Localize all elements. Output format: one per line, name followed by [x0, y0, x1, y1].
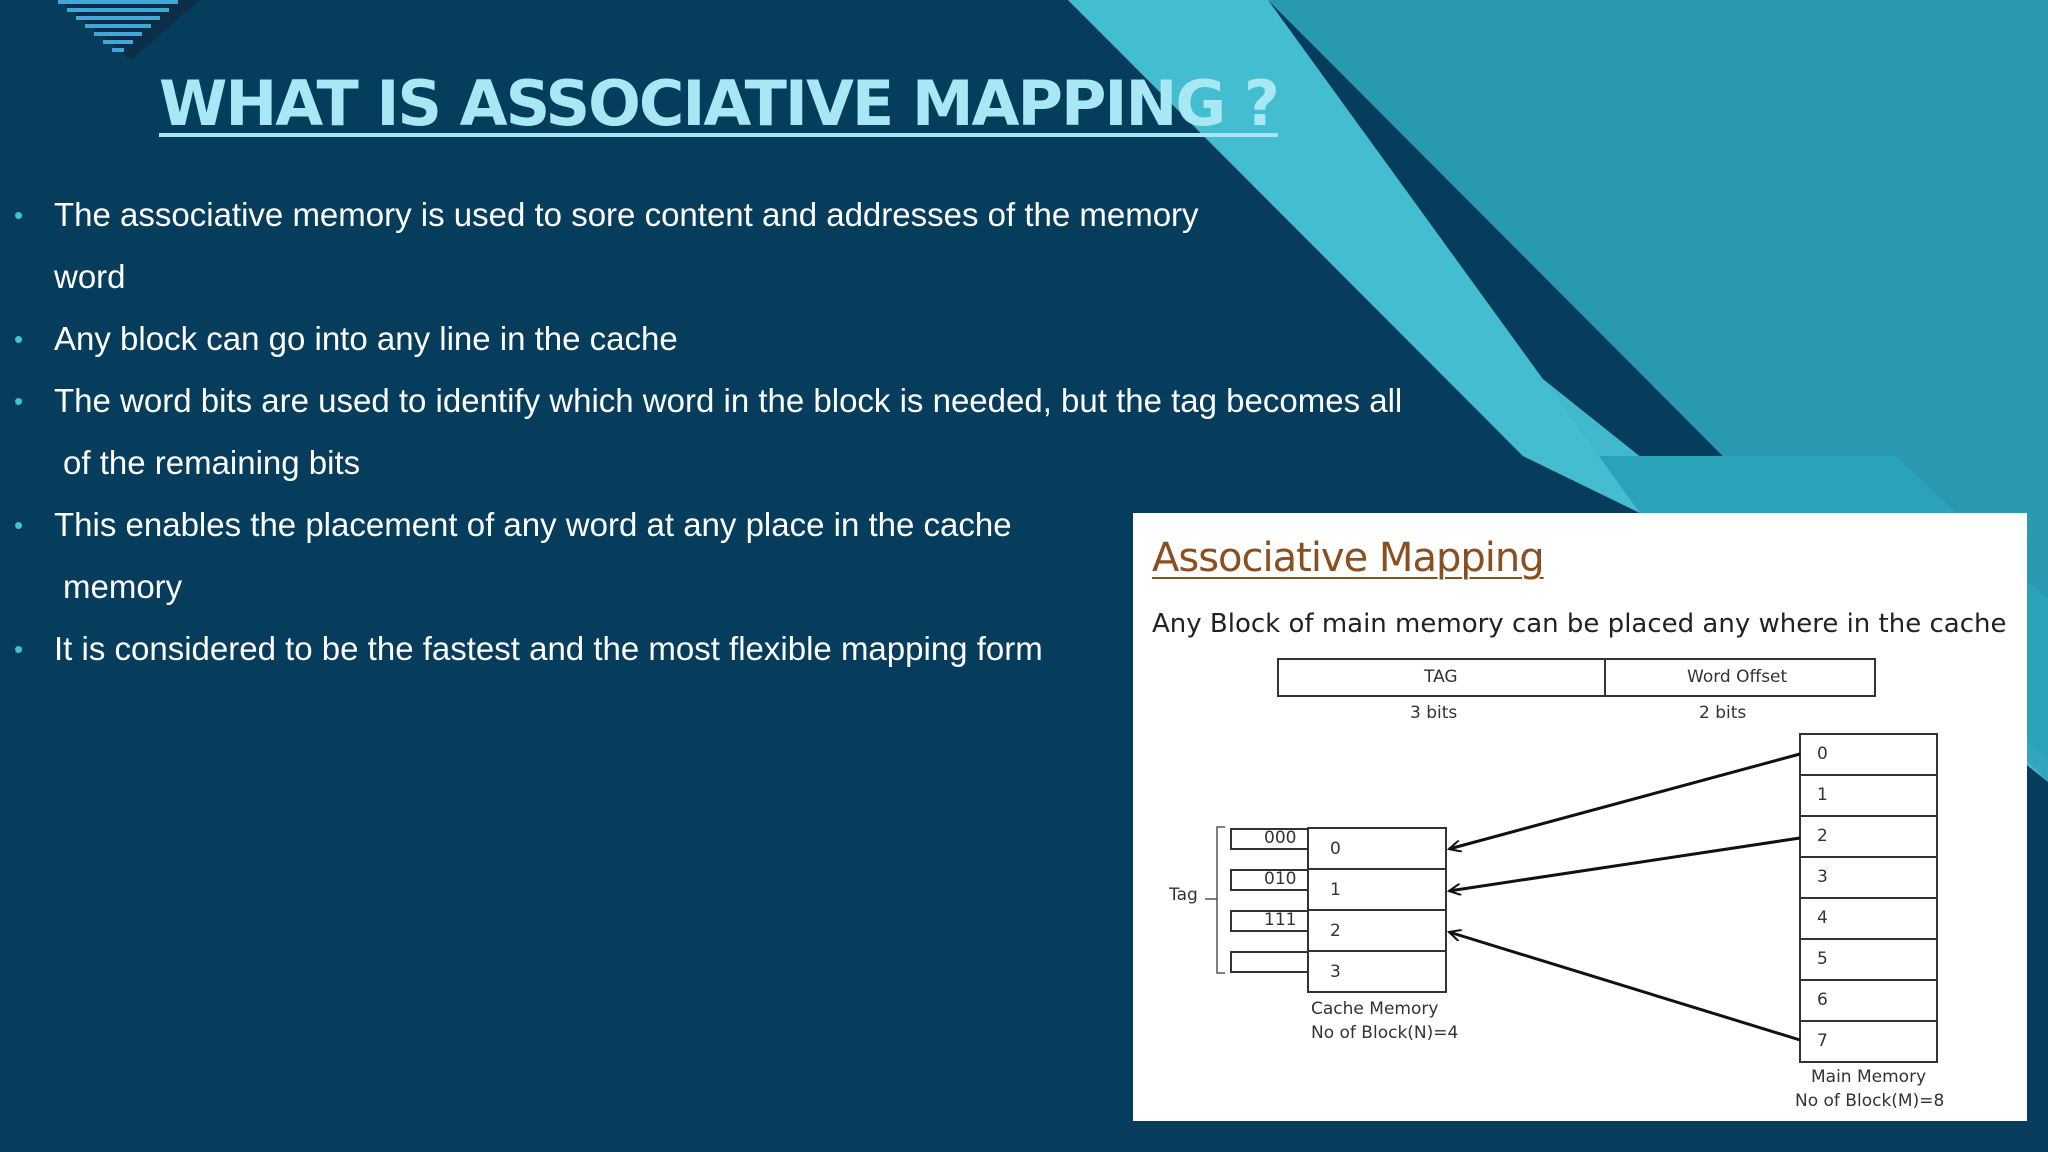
word-offset-field-box [1604, 658, 1876, 697]
main-memory-block-number: 5 [1817, 949, 1828, 969]
slide-title: WHAT IS ASSOCIATIVE MAPPING ? [159, 67, 1280, 140]
cache-line-number: 1 [1330, 880, 1341, 900]
main-memory-block-number: 1 [1817, 785, 1828, 805]
bullet-marker: • [14, 510, 24, 540]
bullet-text-continued: of the remaining bits [63, 444, 361, 481]
main-memory-caption: Main Memory [1811, 1067, 1927, 1087]
bullet-marker: • [14, 634, 24, 664]
bullet-item: • Any block can go into any line in the … [0, 308, 1402, 370]
main-memory-block-number: 2 [1817, 826, 1828, 846]
tag-field-label: TAG [1424, 667, 1458, 687]
main-memory-block-number: 3 [1817, 867, 1828, 887]
main-memory-block-number: 6 [1817, 990, 1828, 1010]
bullet-item: • The associative memory is used to sore… [0, 184, 1402, 308]
cache-line-number: 2 [1330, 921, 1341, 941]
bullet-item: • This enables the placement of any word… [0, 494, 1402, 618]
bullet-marker: • [14, 324, 24, 354]
tag-cell [1230, 910, 1309, 932]
mapping-arrow [1449, 836, 1801, 891]
bullet-list: • The associative memory is used to sore… [0, 184, 1402, 680]
main-memory-block-number: 0 [1817, 744, 1828, 764]
bullet-marker: • [14, 200, 24, 230]
bullet-text-continued: word [54, 258, 126, 295]
tag-value: 000 [1264, 828, 1297, 848]
associative-mapping-diagram: Associative Mapping Any Block of main me… [1133, 513, 2027, 1121]
bullet-text: Any block can go into any line in the ca… [54, 320, 678, 357]
corner-chevron-icon [58, 0, 200, 60]
diagram-title: Associative Mapping [1152, 535, 1545, 581]
tag-value: 111 [1264, 910, 1297, 930]
diagram-subtitle: Any Block of main memory can be placed a… [1152, 609, 2007, 639]
cache-line-number: 0 [1330, 839, 1341, 859]
bullet-text: This enables the placement of any word a… [54, 506, 1012, 543]
cache-line-number: 3 [1330, 962, 1341, 982]
bullet-text: The associative memory is used to sore c… [54, 196, 1199, 233]
diagram-lines [1205, 658, 1938, 1063]
tag-bracket-label: Tag [1169, 885, 1198, 905]
bullet-text: It is considered to be the fastest and t… [54, 630, 1043, 667]
tag-cell [1230, 951, 1309, 973]
mapping-arrow [1449, 932, 1801, 1042]
main-memory-block-count: No of Block(M)=8 [1795, 1091, 1945, 1111]
bullet-text: The word bits are used to identify which… [54, 382, 1403, 419]
cache-line-box [1307, 950, 1447, 993]
tag-cell [1230, 828, 1309, 850]
bullet-item: • The word bits are used to identify whi… [0, 370, 1402, 494]
cache-block-count: No of Block(N)=4 [1311, 1023, 1459, 1043]
word-offset-bits-label: 2 bits [1699, 703, 1747, 723]
main-memory-block-number: 4 [1817, 908, 1828, 928]
cache-memory-caption: Cache Memory [1311, 999, 1439, 1019]
mapping-arrow [1449, 752, 1801, 849]
bullet-marker: • [14, 386, 24, 416]
main-memory-block-number: 7 [1817, 1031, 1828, 1051]
tag-value: 010 [1264, 869, 1297, 889]
tag-bracket [1216, 826, 1225, 974]
bullet-text-continued: memory [63, 568, 183, 605]
main-memory-block-box [1799, 1020, 1938, 1063]
cache-line-box [1307, 909, 1447, 952]
word-offset-field-label: Word Offset [1687, 667, 1788, 687]
bullet-item: • It is considered to be the fastest and… [0, 618, 1402, 680]
tag-cell [1230, 869, 1309, 891]
cache-line-box [1307, 868, 1447, 911]
tag-bits-label: 3 bits [1410, 703, 1458, 723]
cache-line-box [1307, 827, 1447, 870]
